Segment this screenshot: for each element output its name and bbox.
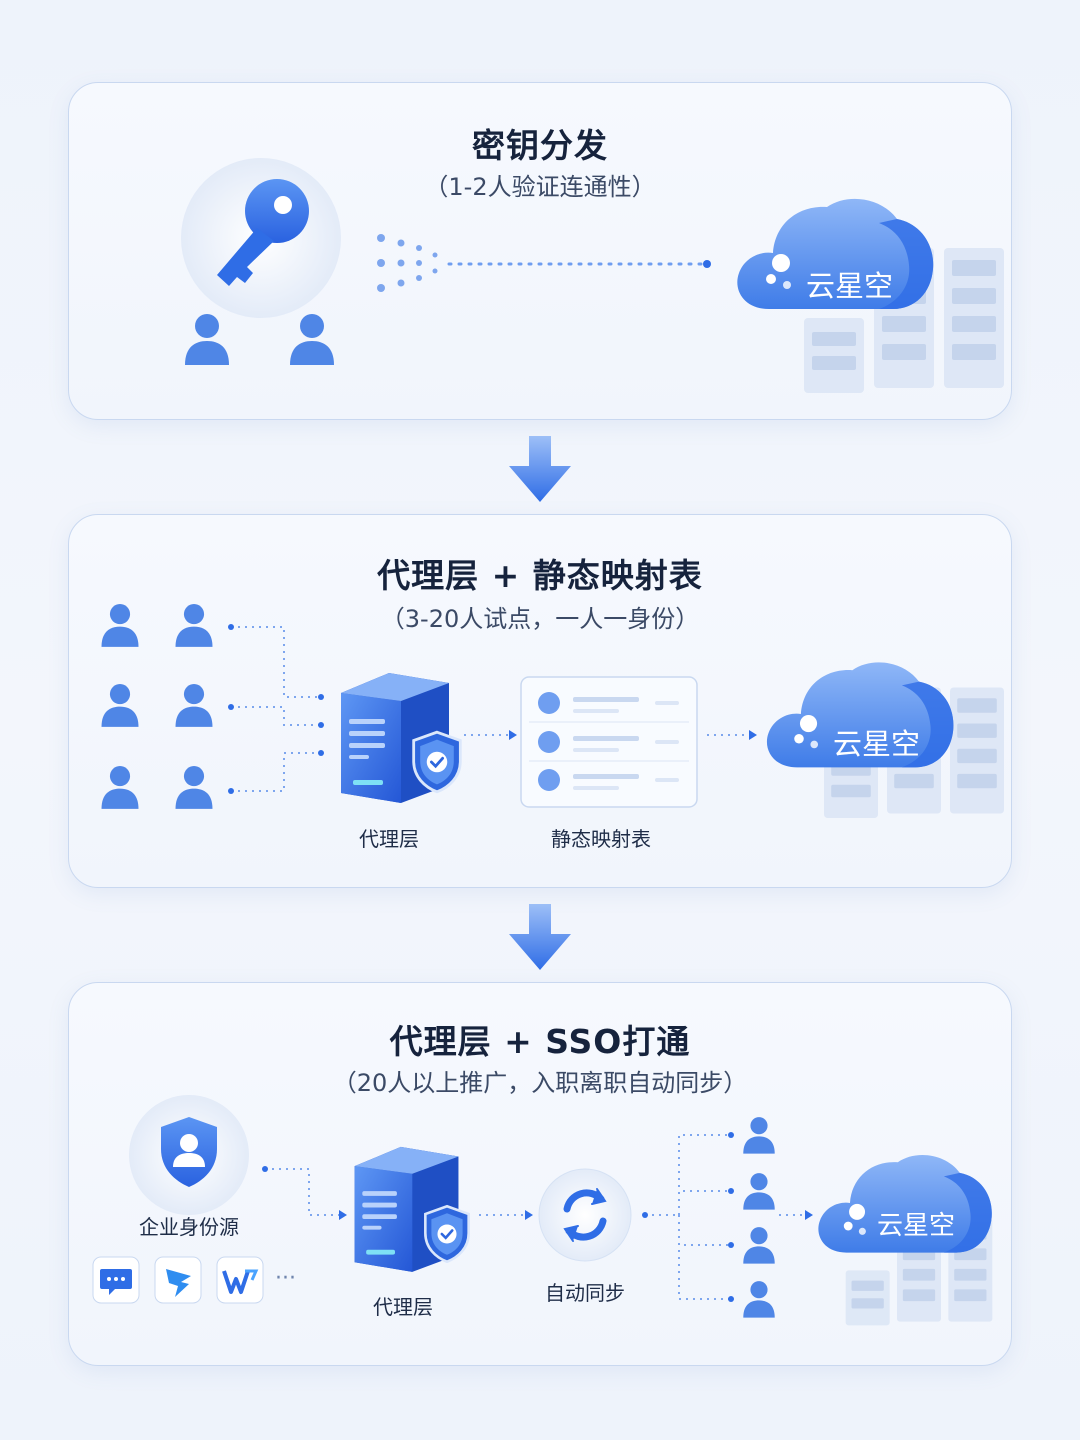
- person-icon: [743, 1173, 775, 1210]
- connector-lines: [265, 1134, 805, 1300]
- sync-icon: [563, 1188, 607, 1242]
- stage-1-graphic: [181, 158, 1004, 393]
- proxy-label: 代理层: [373, 1295, 433, 1319]
- stage-2-title: 代理层 + 静态映射表: [377, 556, 703, 595]
- person-icon: [101, 684, 139, 727]
- cloud-label: 云星空: [833, 727, 921, 761]
- person-icon: [185, 314, 229, 365]
- person-icon: [743, 1117, 775, 1154]
- stage-3-graphic: ···: [92, 1095, 993, 1326]
- person-icon: [743, 1227, 775, 1264]
- down-arrow-icon: [509, 904, 571, 970]
- stage-1-subtitle: （1-2人验证连通性）: [424, 173, 656, 201]
- person-icon: [101, 766, 139, 809]
- more-apps-indicator: ···: [275, 1266, 296, 1291]
- stage-3-title: 代理层 + SSO打通: [389, 1022, 691, 1061]
- idp-label: 企业身份源: [139, 1215, 239, 1239]
- chat-app-icon: [92, 1256, 140, 1304]
- mapping-table-label: 静态映射表: [551, 827, 651, 851]
- stage-2-panel: 代理层 + 静态映射表 （3-20人试点，一人一身份） 代理层 静态映射表 云星…: [68, 514, 1012, 888]
- sync-label: 自动同步: [545, 1281, 625, 1305]
- dingtalk-icon: [154, 1256, 202, 1304]
- person-icon: [175, 684, 213, 727]
- proxy-label: 代理层: [359, 827, 419, 851]
- person-icon: [175, 766, 213, 809]
- cloud-label: 云星空: [877, 1211, 956, 1241]
- stage-2-subtitle: （3-20人试点，一人一身份）: [380, 605, 700, 633]
- stage-3-panel: ···: [68, 982, 1012, 1366]
- person-icon: [290, 314, 334, 365]
- stage-2-graphic: [101, 604, 1004, 818]
- enterprise-identity-icon: [161, 1117, 217, 1187]
- mapping-table-icon: [520, 676, 698, 808]
- sync-circle: [538, 1168, 632, 1262]
- person-icon: [743, 1281, 775, 1318]
- stage-3-subtitle: （20人以上推广，入职离职自动同步）: [332, 1069, 748, 1097]
- dotted-connector: [377, 234, 711, 292]
- wecom-w-icon: [216, 1256, 264, 1304]
- stage-1-panel: 密钥分发 （1-2人验证连通性） 云星空: [68, 82, 1012, 420]
- key-icon: [217, 179, 309, 286]
- cloud-label: 云星空: [806, 269, 894, 303]
- down-arrow-icon: [509, 436, 571, 502]
- connector-lines: [231, 626, 749, 792]
- stage-1-title: 密钥分发: [472, 126, 608, 165]
